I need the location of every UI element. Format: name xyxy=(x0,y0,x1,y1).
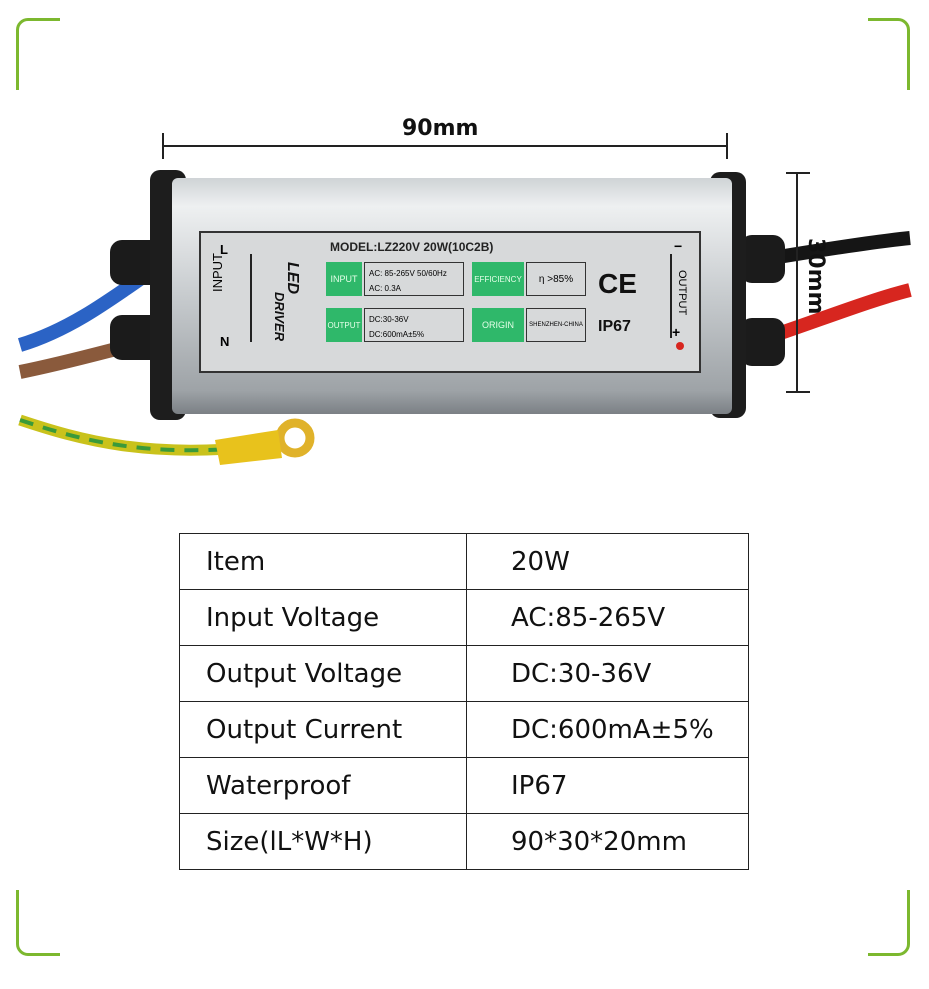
frame-gap-bottom xyxy=(60,950,868,958)
width-dimension-label: 90mm xyxy=(402,116,479,141)
table-row: Output Voltage DC:30-36V xyxy=(179,645,749,702)
plus-terminal-dot xyxy=(676,342,684,350)
spec-value: DC:600mA±5% xyxy=(466,701,749,758)
height-dimension-tick-top xyxy=(786,172,810,174)
spec-value: IP67 xyxy=(466,757,749,814)
ring-terminal xyxy=(275,418,315,458)
output-specs-box: DC:30-36V DC:600mA±5% xyxy=(364,308,464,342)
ce-mark: CE xyxy=(598,268,637,299)
frame-gap-right xyxy=(906,90,914,890)
minus-terminal-label: − xyxy=(674,238,683,254)
label-sticker xyxy=(199,231,701,373)
table-row: Waterproof IP67 xyxy=(179,757,749,814)
spec-value: 20W xyxy=(466,533,749,590)
model-text: MODEL:LZ220V 20W(10C2B) xyxy=(330,240,494,254)
width-dimension-tick-right xyxy=(726,133,728,159)
spec-table: Item 20W Input Voltage AC:85-265V Output… xyxy=(179,533,749,870)
width-dimension-line xyxy=(162,145,728,147)
spec-key: Output Voltage xyxy=(179,645,467,702)
l-terminal-label: L xyxy=(220,242,228,257)
input-specs-box: AC: 85-265V 50/60Hz AC: 0.3A xyxy=(364,262,464,296)
input-side-label: INPUT xyxy=(210,253,225,292)
led-driver-product xyxy=(17,170,912,465)
spec-key: Input Voltage xyxy=(179,589,467,646)
efficiency-value: η >85% xyxy=(526,262,586,296)
origin-value: SHENZHEN-CHINA xyxy=(526,308,586,342)
frame-gap-top xyxy=(60,16,868,24)
output-tag: OUTPUT xyxy=(326,308,362,342)
spec-value: DC:30-36V xyxy=(466,645,749,702)
height-dimension-label: 30mm xyxy=(803,238,828,315)
spec-value: 90*30*20mm xyxy=(466,813,749,870)
ip67-mark: IP67 xyxy=(598,318,631,335)
table-row: Input Voltage AC:85-265V xyxy=(179,589,749,646)
output-side-label: OUTPUT xyxy=(676,270,688,316)
spec-key: Size(lL*W*H) xyxy=(179,813,467,870)
n-terminal-label: N xyxy=(220,334,230,349)
led-driver-logo: LED DRIVER xyxy=(272,262,301,342)
plus-terminal-label: + xyxy=(672,324,681,340)
spec-key: Waterproof xyxy=(179,757,467,814)
spec-value: AC:85-265V xyxy=(466,589,749,646)
table-row: Size(lL*W*H) 90*30*20mm xyxy=(179,813,749,870)
terminal-sleeve xyxy=(215,430,282,465)
frame-gap-left xyxy=(14,90,22,890)
efficiency-tag: EFFICIENCY xyxy=(472,262,524,296)
label-content: MODEL:LZ220V 20W(10C2B) L N INPUT LED DR… xyxy=(200,232,700,372)
width-dimension-tick-left xyxy=(162,133,164,159)
spec-key: Item xyxy=(179,533,467,590)
table-row: Item 20W xyxy=(179,533,749,590)
input-tag: INPUT xyxy=(326,262,362,296)
height-dimension-line xyxy=(796,172,798,392)
table-row: Output Current DC:600mA±5% xyxy=(179,701,749,758)
height-dimension-tick-bottom xyxy=(786,391,810,393)
spec-key: Output Current xyxy=(179,701,467,758)
origin-tag: ORIGIN xyxy=(472,308,524,342)
